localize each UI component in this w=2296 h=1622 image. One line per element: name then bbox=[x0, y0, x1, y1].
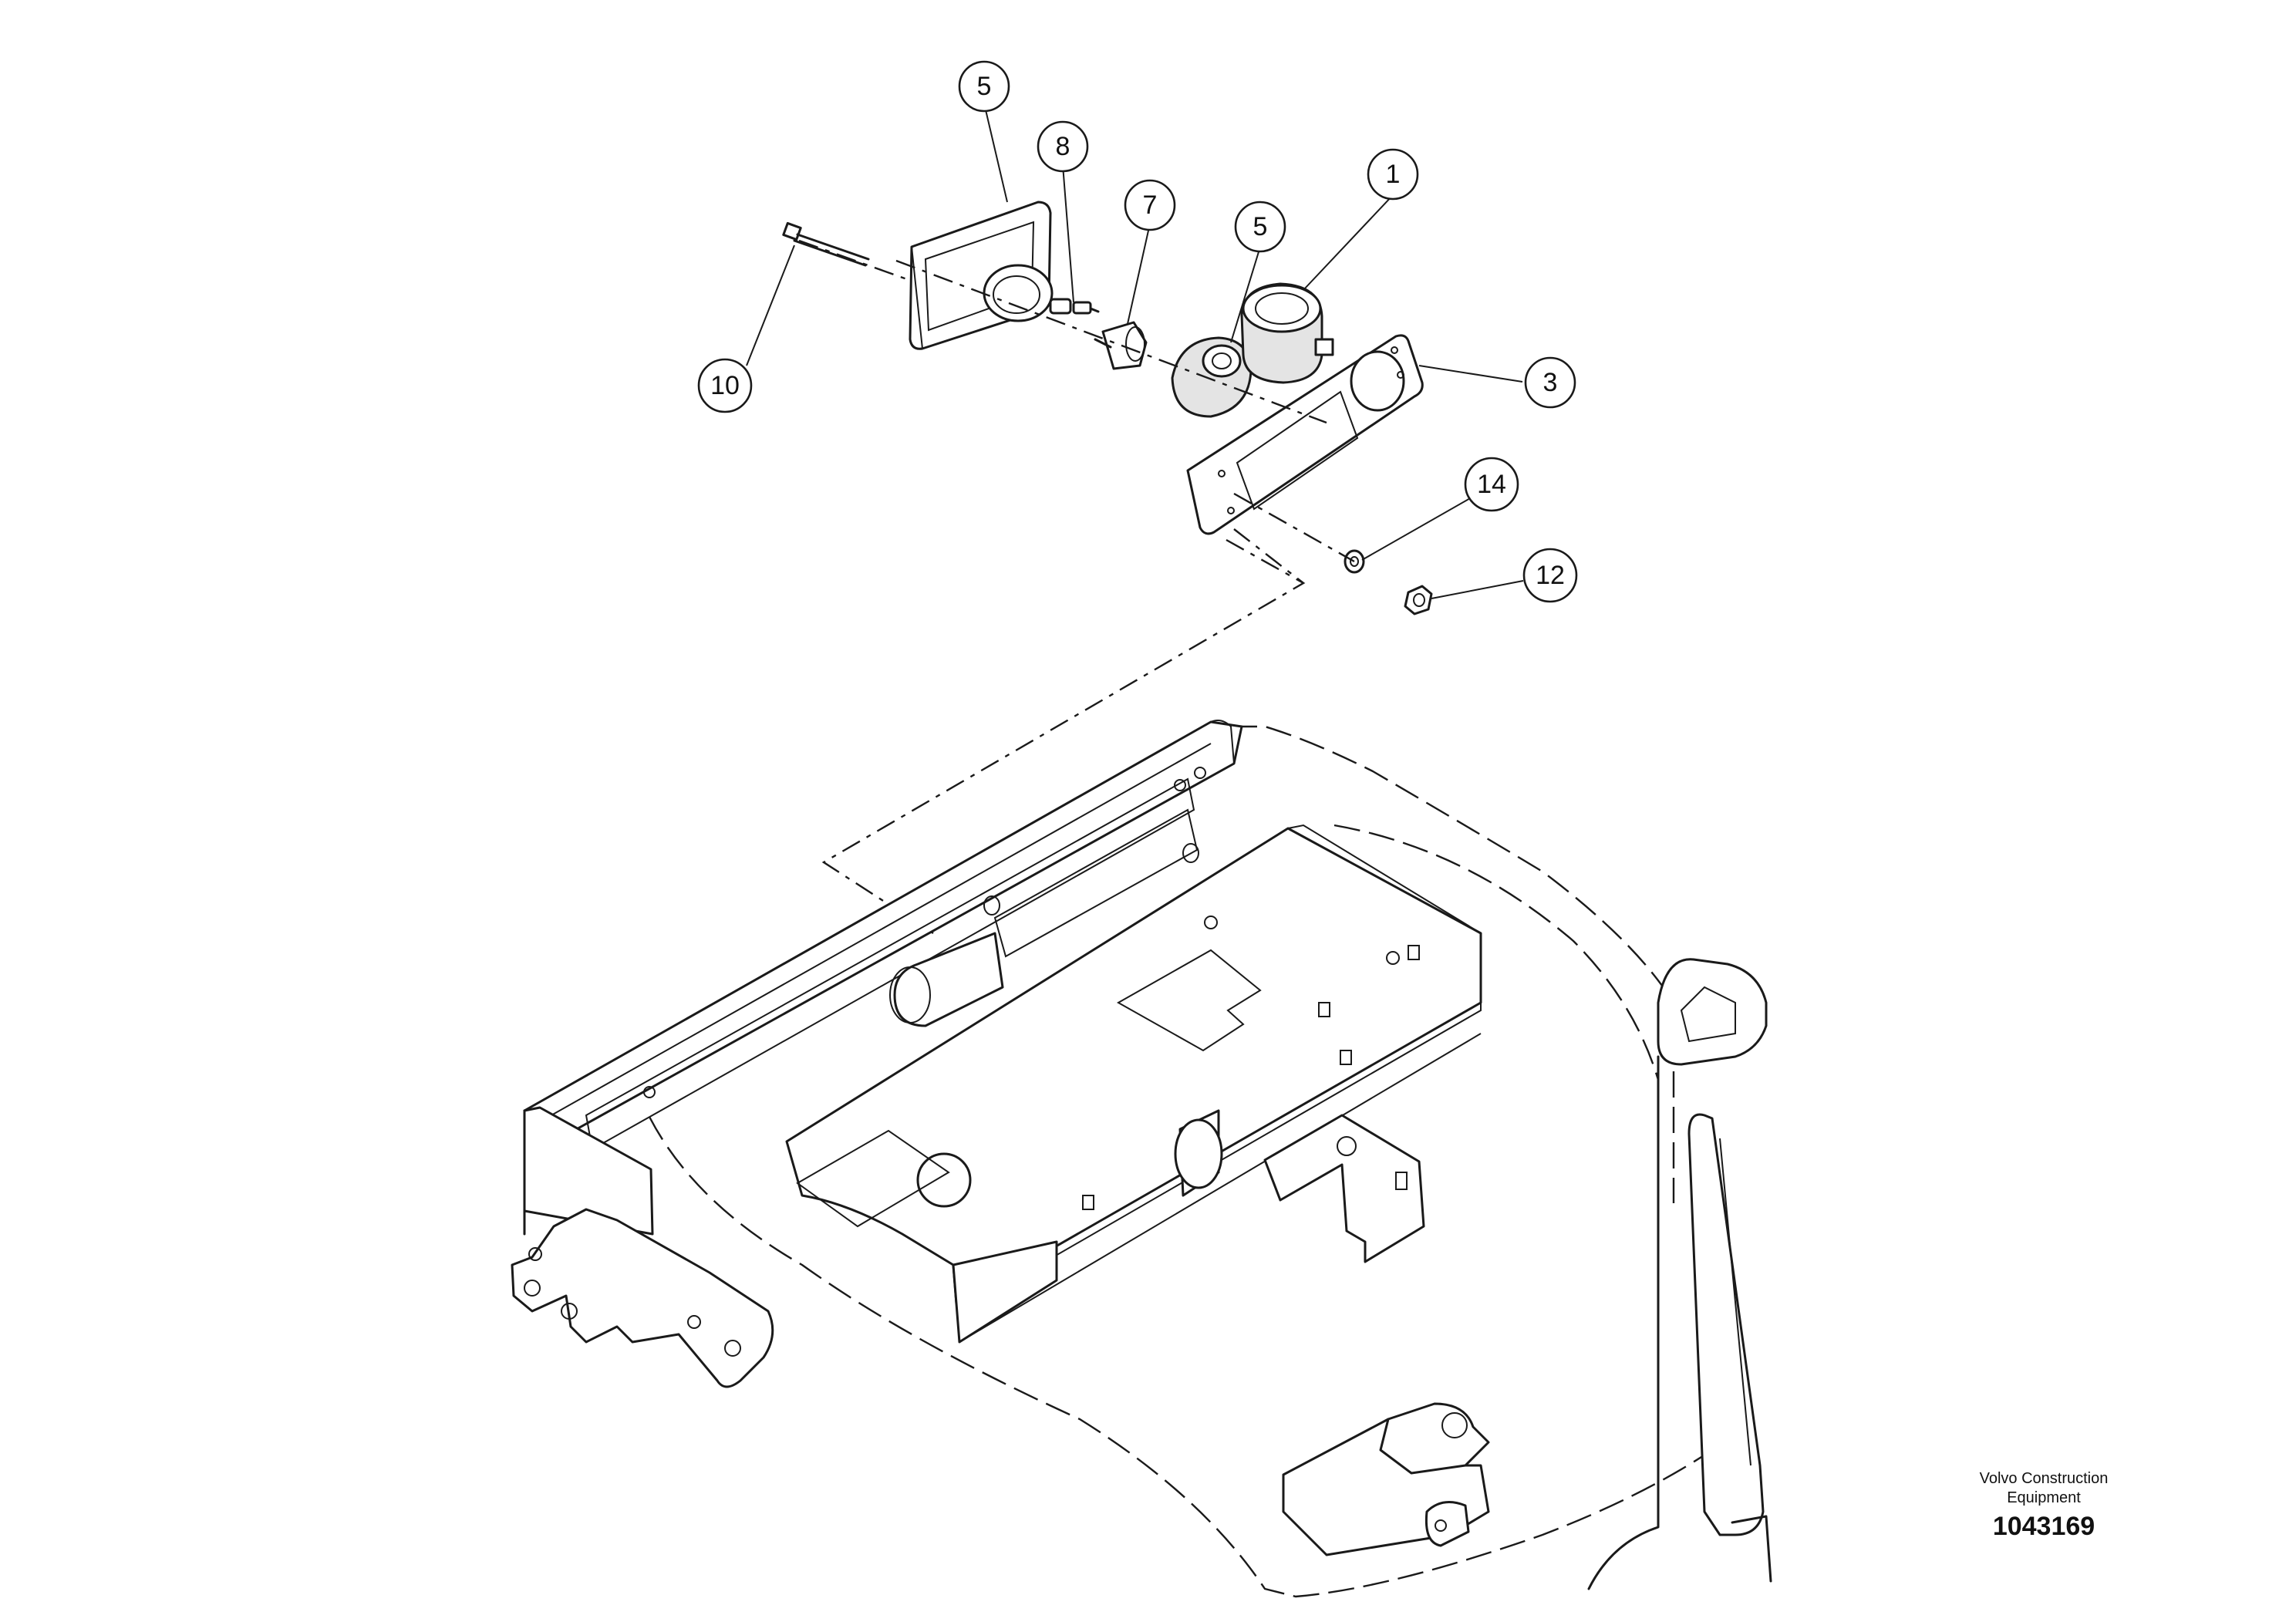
callout-label: 5 bbox=[1253, 212, 1268, 241]
frame-right-step bbox=[1587, 958, 1772, 1590]
manufacturer-line2: Equipment bbox=[2007, 1489, 2081, 1506]
socket-part-7 bbox=[1094, 321, 1148, 370]
bulb-part-8 bbox=[1049, 298, 1100, 315]
callout-7-socket: 7 bbox=[1124, 179, 1176, 231]
frame-cylinder-boss bbox=[1174, 1109, 1223, 1197]
callout-label: 7 bbox=[1143, 191, 1158, 220]
callout-label: 10 bbox=[710, 371, 740, 400]
callout-label: 1 bbox=[1386, 160, 1401, 189]
callout-12-nut: 12 bbox=[1522, 548, 1578, 603]
connector-part-1 bbox=[1240, 282, 1334, 384]
callout-label: 5 bbox=[977, 72, 992, 101]
document-number: 1043169 bbox=[1992, 1512, 2095, 1541]
lamp-assembly bbox=[782, 201, 1433, 615]
mounting-plate-part-3 bbox=[1186, 334, 1424, 535]
grommet-part-5 bbox=[1171, 336, 1253, 418]
callout-5-housing: 5 bbox=[958, 60, 1010, 113]
frame-hitch-bracket bbox=[1282, 1402, 1490, 1556]
frame-lifting-lug bbox=[511, 1208, 774, 1388]
bolt-part-10 bbox=[782, 221, 870, 267]
nut-part-12 bbox=[1404, 585, 1433, 615]
callout-label: 3 bbox=[1543, 368, 1558, 397]
callout-label: 12 bbox=[1536, 561, 1565, 590]
callout-1-connector: 1 bbox=[1367, 148, 1419, 201]
callout-5-grommet: 5 bbox=[1234, 201, 1286, 253]
callout-10-bolt: 10 bbox=[697, 358, 753, 413]
machine-frame bbox=[511, 720, 1772, 1598]
callout-label: 14 bbox=[1477, 470, 1506, 499]
callout-8-bulb: 8 bbox=[1037, 120, 1089, 173]
callout-label: 8 bbox=[1056, 132, 1070, 161]
manufacturer-caption: Volvo Construction Equipment bbox=[1928, 1469, 2159, 1508]
leader-lines bbox=[746, 103, 1524, 599]
manufacturer-line1: Volvo Construction bbox=[1979, 1470, 2109, 1487]
lamp-housing-part-5 bbox=[909, 201, 1054, 350]
callout-14-washer: 14 bbox=[1464, 457, 1519, 512]
projection-line bbox=[821, 538, 1306, 935]
callout-3-plate: 3 bbox=[1524, 356, 1576, 409]
